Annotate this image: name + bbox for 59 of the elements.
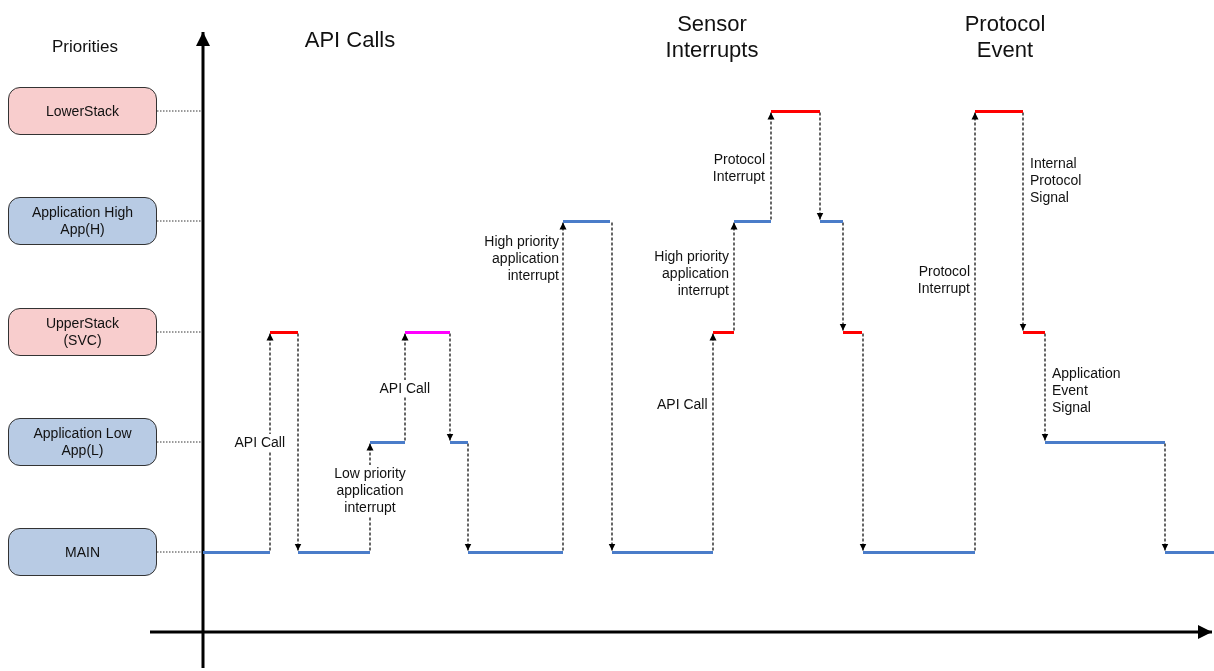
transition-arrow [266, 332, 274, 552]
task-bar [1023, 330, 1045, 334]
edge-label: API Call [234, 433, 286, 451]
transition-arrow [294, 332, 302, 552]
transition-arrow [401, 332, 409, 442]
priority-box: LowerStack [8, 87, 157, 135]
transition-arrow [1041, 332, 1049, 442]
transition-arrow [971, 111, 979, 552]
task-bar [468, 550, 563, 554]
edge-label: Application Event Signal [1052, 364, 1122, 416]
section-title: API Calls [303, 27, 397, 53]
edge-label: API Call [379, 379, 431, 397]
task-bar [298, 550, 370, 554]
task-bar [975, 109, 1023, 113]
transition-arrow [859, 332, 867, 552]
transition-arrow [559, 221, 567, 552]
task-bar [771, 109, 820, 113]
edge-label: High priority application interrupt [653, 247, 729, 299]
task-bar [450, 440, 468, 444]
transition-arrow [464, 442, 472, 552]
task-bar [612, 550, 713, 554]
priority-box: UpperStack (SVC) [8, 308, 157, 356]
transition-arrow [1161, 442, 1169, 552]
edge-label: Protocol Interrupt [711, 151, 765, 185]
task-bar [713, 330, 734, 334]
leader-line [156, 551, 204, 553]
transition-arrow [1019, 111, 1027, 332]
edge-label: Internal Protocol Signal [1030, 154, 1083, 206]
task-bar [370, 440, 405, 444]
transition-arrow [446, 332, 454, 442]
section-title: Protocol Event [963, 11, 1047, 63]
task-bar [1165, 550, 1214, 554]
transition-arrow [709, 332, 717, 552]
task-bar [843, 330, 862, 334]
task-bar [203, 550, 270, 554]
task-bar [563, 219, 610, 223]
task-bar [405, 330, 450, 334]
edge-label: High priority application interrupt [483, 232, 559, 284]
priority-box: Application High App(H) [8, 197, 157, 245]
task-bar [863, 550, 975, 554]
edge-label: Protocol Interrupt [916, 263, 970, 297]
transition-arrow [839, 221, 847, 332]
leader-line [156, 441, 203, 443]
priority-box: Application Low App(L) [8, 418, 157, 466]
transition-arrow [730, 221, 738, 332]
transition-arrow [608, 221, 616, 552]
task-bar [270, 330, 298, 334]
leader-line [156, 331, 203, 333]
task-bar [1045, 440, 1165, 444]
axis-title: Priorities [50, 37, 120, 57]
transition-arrow [816, 111, 824, 221]
leader-line [156, 110, 203, 112]
priority-box: MAIN [8, 528, 157, 576]
task-bar [820, 219, 843, 223]
edge-label: API Call [657, 395, 708, 413]
section-title: Sensor Interrupts [664, 11, 760, 63]
leader-line [156, 220, 203, 222]
task-bar [734, 219, 771, 223]
transition-arrow [767, 111, 775, 221]
